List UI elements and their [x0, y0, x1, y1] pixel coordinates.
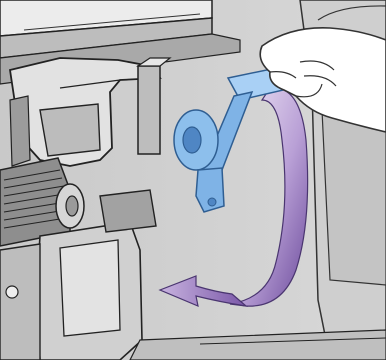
support-post — [138, 66, 160, 154]
